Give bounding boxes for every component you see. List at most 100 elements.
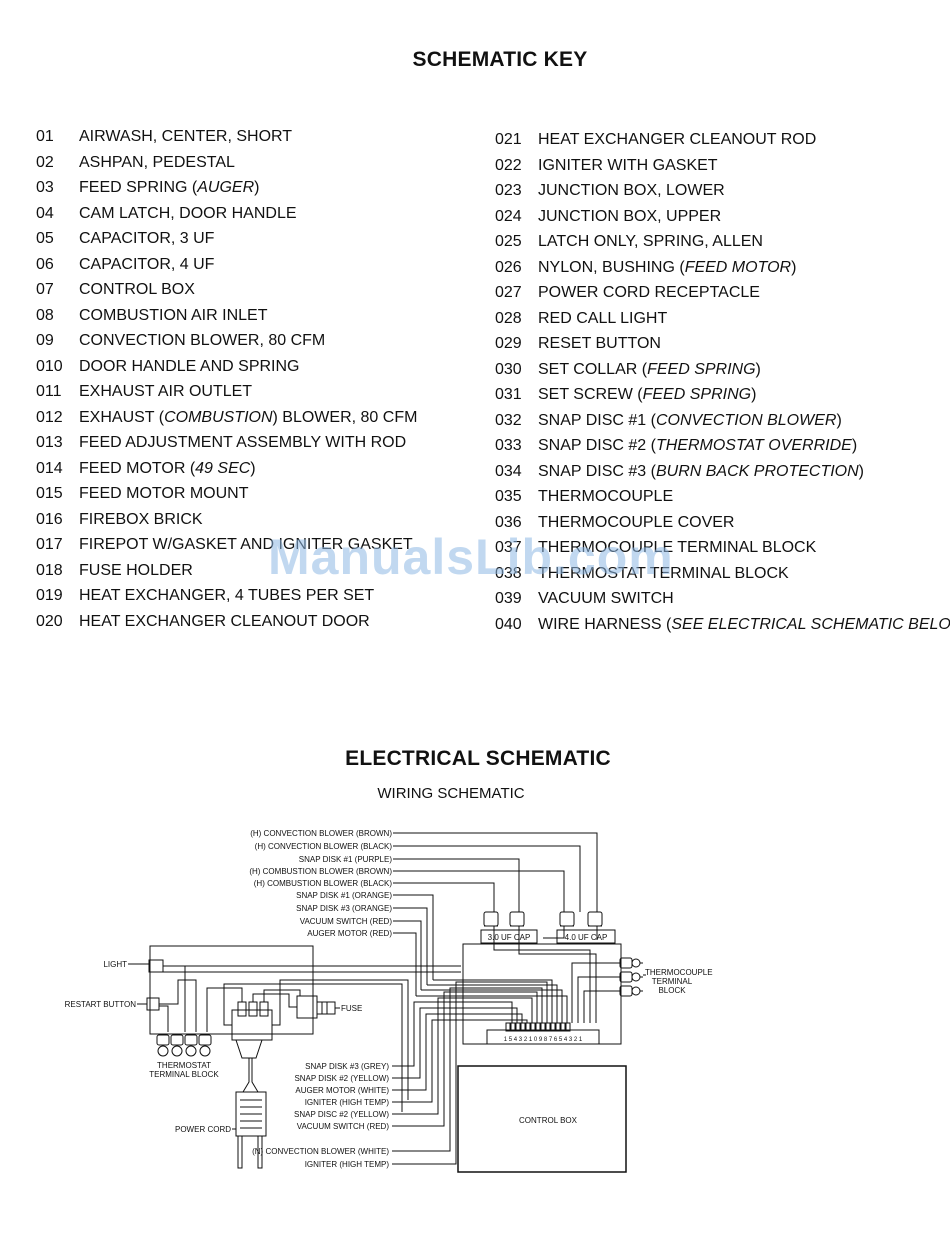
key-item-label-part: FUSE HOLDER [79, 561, 193, 579]
thermostat-block-label-1: THERMOSTAT [157, 1061, 211, 1070]
key-item-label-part: THERMOCOUPLE COVER [538, 513, 735, 531]
bottom-wire-label: SNAP DISK #3 (GREY) [305, 1062, 389, 1071]
key-item-number: 032 [495, 411, 522, 429]
harness-terminal-numbers: 1 5 4 3 2 1 0 9 8 7 6 5 4 3 2 1 [504, 1037, 583, 1043]
key-item: 05 CAPACITOR, 3 UF [36, 230, 417, 256]
key-item-label: RESET BUTTON [538, 335, 661, 361]
top-wire-label: SNAP DISK #1 (ORANGE) [296, 891, 392, 900]
bottom-wire-bundle [392, 926, 620, 1165]
key-item-label-part: ) [751, 386, 757, 403]
key-item-label-part: CAPACITOR, 3 UF [79, 230, 215, 247]
key-item-number: 020 [36, 612, 63, 630]
bottom-wire-label: SNAP DISC #2 (YELLOW) [294, 1110, 389, 1119]
key-item-label: EXHAUST (COMBUSTION) BLOWER, 80 CFM [79, 409, 417, 435]
key-item-label-part: AIRWASH, CENTER, SHORT [79, 128, 293, 145]
key-item-number: 04 [36, 204, 54, 222]
cap-4uf-label: 4.0 UF CAP [565, 933, 608, 942]
key-item-label: HEAT EXCHANGER CLEANOUT DOOR [79, 613, 370, 639]
top-wire-labels: (H) CONVECTION BLOWER (BROWN)(H) CONVECT… [249, 829, 392, 938]
cap-3uf-label: 3.0 UF CAP [488, 933, 531, 942]
key-item-label: FIREBOX BRICK [79, 511, 203, 537]
wiring-schematic-subtitle: WIRING SCHEMATIC [377, 785, 525, 802]
key-item-label-part: RESET BUTTON [538, 335, 661, 352]
key-item-label: SET COLLAR (FEED SPRING) [538, 361, 761, 387]
key-item-label: EXHAUST AIR OUTLET [79, 383, 252, 409]
bottom-wire-label: IGNITER (HIGH TEMP) [305, 1098, 390, 1107]
bottom-wire-label: (N) CONVECTION BLOWER (WHITE) [252, 1147, 389, 1156]
key-item-label-part: DOOR HANDLE AND SPRING [79, 357, 300, 375]
key-item-label: FEED MOTOR MOUNT [79, 485, 248, 511]
key-item-label: THERMOCOUPLE TERMINAL BLOCK [538, 539, 816, 565]
key-item-number: 014 [36, 459, 63, 477]
key-item-number: 036 [495, 513, 522, 531]
key-item-label: JUNCTION BOX, LOWER [538, 182, 725, 208]
key-item-label-part: RED CALL LIGHT [538, 309, 668, 327]
restart-button-label: RESTART BUTTON [65, 1000, 137, 1009]
thermostat-block-label-2: TERMINAL BLOCK [149, 1070, 219, 1079]
key-item-number: 040 [495, 615, 522, 633]
key-item-label: POWER CORD RECEPTACLE [538, 284, 760, 310]
key-item-label-part: WIRE HARNESS ( [538, 615, 672, 633]
key-item-label: DOOR HANDLE AND SPRING [79, 358, 299, 384]
top-wire-label: (H) COMBUSTION BLOWER (BLACK) [254, 879, 393, 888]
left-panel-wiring [159, 965, 461, 1112]
key-item-label-part: SET COLLAR ( [538, 360, 648, 378]
key-item-number: 030 [495, 360, 522, 378]
bottom-wire-label: SNAP DISK #2 (YELLOW) [294, 1074, 389, 1083]
top-wire-label: SNAP DISK #3 (ORANGE) [296, 904, 392, 913]
top-wire-label: (H) CONVECTION BLOWER (BROWN) [250, 829, 392, 838]
key-item-label: THERMOCOUPLE [538, 488, 673, 514]
key-item-number: 025 [495, 233, 522, 250]
key-item-label-part: ) [755, 360, 761, 378]
key-item-number: 029 [495, 335, 522, 352]
key-item-label-part: ) [858, 462, 864, 480]
thermostat-terminals [156, 1034, 212, 1057]
thermocouple-block-label-2: TERMINAL [652, 977, 693, 986]
key-item-label: FIREPOT W/GASKET AND IGNITER GASKET [79, 536, 413, 562]
wiring-diagram: (H) CONVECTION BLOWER (BROWN)(H) CONVECT… [65, 829, 713, 1173]
key-item-label: THERMOCOUPLE COVER [538, 514, 734, 540]
key-item-label-part: ) [836, 411, 842, 429]
key-item-number: 018 [36, 561, 63, 579]
restart-button-socket [146, 997, 160, 1011]
key-item-label: HEAT EXCHANGER CLEANOUT ROD [538, 131, 816, 157]
key-item-label-part: ) [791, 258, 797, 276]
top-wire-label: (H) COMBUSTION BLOWER (BROWN) [249, 867, 392, 876]
key-item-label: THERMOSTAT TERMINAL BLOCK [538, 565, 789, 591]
key-item-number: 05 [36, 230, 54, 247]
key-item: 029 RESET BUTTON [495, 335, 950, 361]
key-item-label-part: ) [254, 179, 260, 196]
key-item-number: 019 [36, 587, 63, 604]
thermocouple-block-label-3: BLOCK [658, 986, 686, 995]
key-item-label-part: CAPACITOR, 4 UF [79, 255, 215, 273]
top-wire-bundle [398, 832, 598, 996]
thermocouple-block-label-1: THERMOCOUPLE [645, 968, 713, 977]
key-item-number: 022 [495, 156, 522, 174]
harness-terminal-pins [505, 1022, 571, 1032]
top-wire-label: SNAP DISK #1 (PURPLE) [299, 855, 393, 864]
key-item-label-part: HEAT EXCHANGER CLEANOUT DOOR [79, 612, 370, 630]
key-item-number: 027 [495, 284, 522, 301]
key-item-label-part: FIREBOX BRICK [79, 510, 203, 528]
key-item-label: FEED SPRING (AUGER) [79, 179, 259, 205]
key-item-label: COMBUSTION AIR INLET [79, 307, 267, 333]
power-cord-label: POWER CORD [175, 1125, 231, 1134]
key-item-number: 011 [36, 383, 62, 400]
bottom-wire-label: IGNITER (HIGH TEMP) [305, 1160, 390, 1169]
key-item-label-part: COMBUSTION AIR INLET [79, 306, 268, 324]
key-item-number: 021 [495, 131, 522, 148]
